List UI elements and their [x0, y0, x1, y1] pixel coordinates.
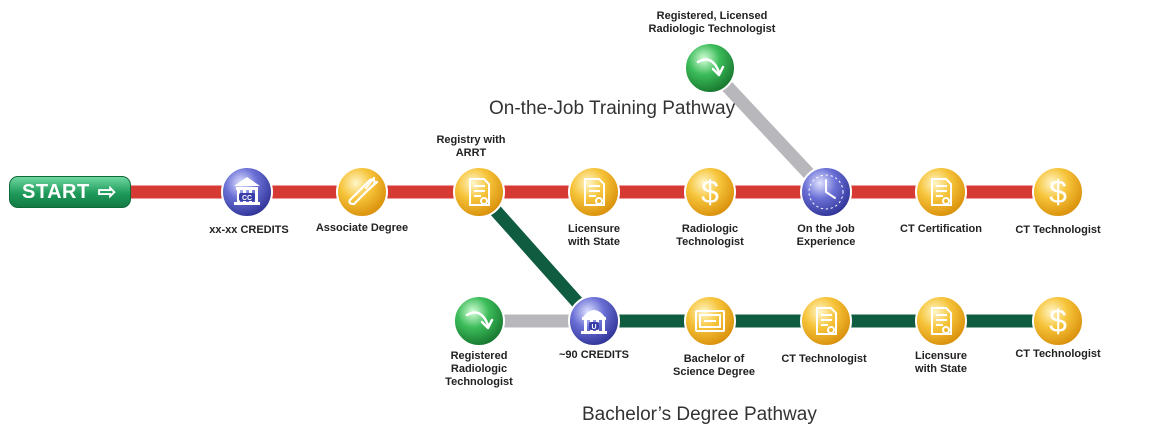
label-radtech: Radiologic Technologist	[676, 223, 744, 248]
university-building-icon: U	[581, 310, 607, 334]
ojt-pathway-title: On-the-Job Training Pathway	[489, 98, 736, 119]
document-icon	[931, 178, 952, 206]
node-ct-technologist-1[interactable]: $	[1032, 166, 1084, 218]
label-licensure-2: Licensure with State	[915, 350, 967, 375]
node-radtech[interactable]: $	[684, 166, 736, 218]
label-licensure-1: Licensure with State	[568, 223, 620, 248]
start-button[interactable]: START ⇨	[9, 176, 131, 208]
label-ct-certification: CT Certification	[900, 223, 982, 235]
label-ct-technologist-2: CT Technologist	[781, 353, 867, 365]
node-registry[interactable]	[453, 166, 505, 218]
node-credits[interactable]: CC	[221, 166, 273, 218]
document-icon	[584, 178, 605, 206]
document-icon	[931, 307, 952, 335]
arrow-right-icon: ⇨	[97, 179, 117, 204]
label-ct-technologist-3: CT Technologist	[1015, 348, 1101, 360]
node-90-credits[interactable]: U	[568, 295, 620, 347]
college-building-icon: CC	[234, 177, 260, 205]
label-ct-technologist-1: CT Technologist	[1015, 224, 1101, 236]
node-registered-radiologic[interactable]	[453, 295, 505, 347]
label-ojt: On the Job Experience	[796, 223, 856, 248]
node-ct-technologist-2[interactable]	[800, 295, 852, 347]
dollar-icon: $	[1049, 174, 1067, 210]
bachelor-pathway-title: Bachelor’s Degree Pathway	[582, 404, 817, 425]
node-licensure-2[interactable]	[915, 295, 967, 347]
label-associate: Associate Degree	[315, 222, 409, 234]
label-90-credits: ~90 CREDITS	[559, 349, 629, 361]
node-ct-technologist-3[interactable]: $	[1032, 295, 1084, 347]
document-icon	[816, 307, 837, 335]
node-licensure-1[interactable]	[568, 166, 620, 218]
svg-text:U: U	[591, 324, 596, 331]
node-ojt[interactable]	[800, 166, 852, 218]
dollar-icon: $	[1049, 303, 1067, 339]
label-credits: xx-xx CREDITS	[209, 224, 289, 236]
start-label: START	[22, 180, 90, 203]
document-icon	[469, 178, 490, 206]
diploma-scroll-icon	[348, 176, 379, 206]
svg-text:CC: CC	[242, 195, 252, 202]
clock-icon	[808, 174, 844, 210]
node-registered-licensed[interactable]	[684, 42, 736, 94]
label-bachelor: Bachelor of Science Degree	[673, 353, 755, 378]
node-associate[interactable]	[336, 166, 388, 218]
label-registered-radiologic: Registered Radiologic Technologist	[445, 350, 513, 388]
gray-connector-ojt	[705, 63, 831, 197]
dollar-icon: $	[701, 174, 719, 210]
bachelor-branch-line	[474, 187, 599, 326]
curved-arrow-icon	[696, 58, 725, 77]
curved-arrow-icon	[465, 311, 494, 330]
node-ct-certification[interactable]	[915, 166, 967, 218]
node-bachelor[interactable]	[684, 295, 736, 347]
label-registered-licensed: Registered, Licensed Radiologic Technolo…	[648, 10, 776, 35]
certificate-icon	[695, 310, 725, 332]
label-registry: Registry with ARRT	[436, 134, 506, 159]
